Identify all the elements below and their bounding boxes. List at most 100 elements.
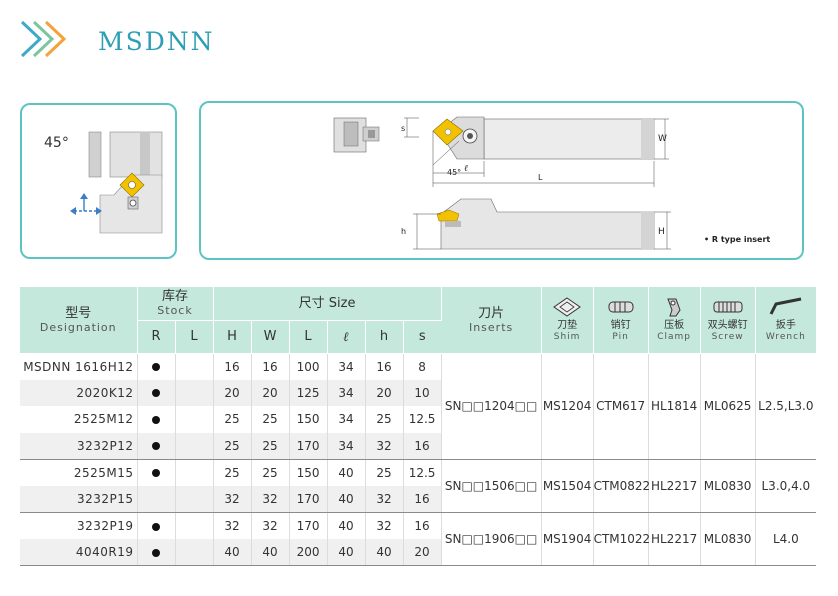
stock-l-cell	[175, 406, 214, 433]
size-cell: 32	[365, 432, 404, 460]
size-cell: 20	[403, 539, 442, 567]
pin-cell: CTM0822	[593, 459, 650, 514]
stock-r-header: R	[137, 320, 176, 354]
stock-r-cell	[137, 485, 176, 514]
shim-icon	[542, 296, 593, 320]
size-cell: 170	[289, 485, 328, 514]
size-cell: 25	[213, 459, 252, 486]
pin-cell: CTM617	[593, 353, 649, 460]
size-cell: 150	[289, 406, 328, 433]
size-h-small-header: h	[365, 320, 404, 354]
shim-cell: MS1904	[541, 512, 594, 567]
size-h-header: H	[213, 320, 252, 354]
pin-cell: CTM1022	[593, 512, 650, 567]
table-row: 2525M12 25 25 150 34 25 12.5	[20, 406, 816, 433]
size-cell: 40	[327, 539, 366, 567]
dim-ell-label: ℓ	[464, 164, 468, 174]
size-cell: 25	[251, 459, 290, 486]
inserts-header: 刀片 Inserts	[441, 287, 542, 354]
stock-l-cell	[175, 512, 214, 540]
size-s-header: s	[403, 320, 442, 354]
clamp-cell: HL1814	[648, 353, 701, 460]
size-cell: 200	[289, 539, 328, 567]
size-cell: 40	[251, 539, 290, 567]
size-cell: 40	[213, 539, 252, 567]
table-row: 3232P19 32 32 170 40 32 16 SN□□1906□□ MS…	[20, 512, 817, 567]
screw-cell: ML0625	[700, 353, 756, 460]
size-cell: 32	[365, 512, 404, 540]
table-row: 3232P15 32 32 170 40 32 16	[20, 485, 816, 514]
size-cell: 16	[403, 432, 442, 460]
size-cell: 170	[289, 512, 328, 540]
approach-angle-panel: 45°	[20, 103, 177, 259]
clamp-icon	[649, 296, 700, 320]
size-cell: 25	[365, 459, 404, 486]
stock-l-cell	[175, 353, 214, 380]
size-cell: 40	[327, 485, 366, 514]
size-cell: 32	[251, 485, 290, 514]
designation-cell: 2020K12	[20, 379, 138, 407]
size-cell: 12.5	[403, 406, 442, 433]
shim-header: 刀垫 Shim	[541, 287, 594, 354]
size-cell: 125	[289, 379, 328, 407]
dimension-drawing: s W 45° ℓ L h	[333, 116, 671, 250]
dim-l-label: L	[538, 173, 543, 182]
in-stock-dot	[152, 469, 160, 478]
stock-l-header: L	[175, 320, 214, 354]
size-cell: 20	[251, 379, 290, 407]
size-l-header: L	[289, 320, 328, 354]
stock-r-cell	[137, 379, 176, 407]
in-stock-dot	[152, 363, 160, 372]
size-cell: 32	[251, 512, 290, 540]
page-title: MSDNN	[98, 27, 215, 56]
size-cell: 10	[403, 379, 442, 407]
size-cell: 34	[327, 353, 366, 380]
table-row: 3232P12 25 25 170 34 32 16	[20, 432, 816, 460]
wrench-header: 扳手 Wrench	[755, 287, 817, 354]
insert-cell: SN□□1906□□	[441, 512, 542, 567]
wrench-cell: L2.5,L3.0	[755, 353, 817, 460]
dim-angle-label: 45°	[447, 168, 461, 177]
size-cell: 34	[327, 406, 366, 433]
size-cell: 32	[213, 485, 252, 514]
angle-label: 45°	[44, 135, 69, 151]
wrench-icon	[756, 296, 817, 320]
pin-icon	[594, 296, 648, 320]
pin-header: 销钉 Pin	[593, 287, 649, 354]
designation-cell: 3232P12	[20, 432, 138, 460]
size-cell: 40	[365, 539, 404, 567]
size-cell: 16	[213, 353, 252, 380]
stock-r-cell	[137, 512, 176, 540]
stock-header: 库存 Stock	[137, 287, 214, 321]
designation-header: 型号 Designation	[20, 287, 138, 354]
stock-l-cell	[175, 379, 214, 407]
clamp-header: 压板 Clamp	[648, 287, 701, 354]
size-cell: 25	[251, 406, 290, 433]
table-row: MSDNN 1616H12 16 16 100 34 16 8 SN□□1204…	[20, 353, 817, 460]
screw-cell: ML0830	[700, 459, 756, 514]
double-chevron-icon	[20, 20, 67, 58]
designation-cell: 3232P19	[20, 512, 138, 540]
size-w-header: W	[251, 320, 290, 354]
wrench-cell: L3.0,4.0	[755, 459, 817, 514]
size-cell: 25	[213, 432, 252, 460]
designation-cell: 3232P15	[20, 485, 138, 514]
size-cell: 16	[365, 353, 404, 380]
in-stock-dot	[152, 415, 160, 424]
designation-cell: 4040R19	[20, 539, 138, 567]
size-cell: 170	[289, 432, 328, 460]
shim-cell: MS1204	[541, 353, 594, 460]
dimension-drawing-panel: s W 45° ℓ L h	[199, 101, 804, 260]
stock-r-cell	[137, 539, 176, 567]
size-cell: 16	[403, 512, 442, 540]
size-header: 尺寸 Size	[213, 287, 442, 321]
insert-cell: SN□□1204□□	[441, 353, 542, 460]
stock-l-cell	[175, 485, 214, 514]
insert-cell: SN□□1506□□	[441, 459, 542, 514]
in-stock-dot	[152, 442, 160, 451]
stock-r-cell	[137, 432, 176, 460]
size-cell: 34	[327, 379, 366, 407]
r-type-insert-note: • R type insert	[704, 235, 771, 244]
size-cell: 150	[289, 459, 328, 486]
shim-cell: MS1504	[541, 459, 594, 514]
